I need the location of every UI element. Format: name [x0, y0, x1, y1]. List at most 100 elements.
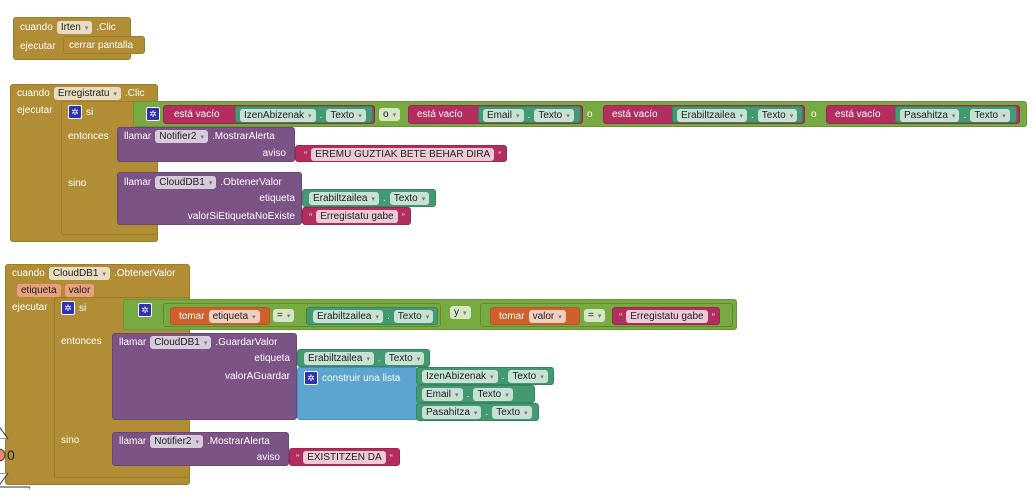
gear-icon[interactable]: ✲	[138, 303, 152, 317]
component-dropdown[interactable]: IzenAbizenak	[422, 370, 498, 383]
property-dropdown[interactable]: Texto	[970, 109, 1010, 122]
warning-indicator[interactable]: 0	[0, 425, 30, 490]
component-dropdown[interactable]: Notifier2	[150, 435, 203, 448]
component-dropdown[interactable]: Erabiltzailea	[313, 310, 383, 323]
property-getter[interactable]: Erabiltzailea.Texto	[672, 106, 803, 123]
property-dropdown[interactable]: Texto	[389, 192, 430, 205]
component-dropdown[interactable]: Pasahitza	[422, 406, 482, 419]
property-dropdown[interactable]: Texto	[384, 352, 425, 365]
text-block[interactable]: "EREMU GUZTIAK BETE BEHAR DIRA"	[295, 145, 507, 162]
gear-icon[interactable]: ✲	[146, 107, 160, 121]
text-value[interactable]: Erregistatu gabe	[626, 310, 708, 323]
call-label: llamar	[119, 337, 147, 348]
quote: "	[711, 311, 715, 322]
component-dropdown[interactable]: Erabiltzailea	[309, 192, 379, 205]
component-dropdown[interactable]: CloudDB1	[150, 336, 212, 349]
dot: .	[963, 110, 967, 121]
property-dropdown[interactable]: Texto	[473, 388, 513, 401]
component-dropdown[interactable]: Irten	[56, 21, 93, 34]
component-dropdown[interactable]: Email	[483, 109, 524, 122]
component-dropdown[interactable]: CloudDB1	[48, 267, 110, 280]
event-name: .Clic	[125, 88, 145, 99]
text-block[interactable]: "Erregistatu gabe"	[612, 307, 720, 325]
property-getter[interactable]: Email.Texto	[478, 106, 581, 123]
param-etiqueta[interactable]: etiqueta	[17, 284, 61, 297]
gear-icon[interactable]: ✲	[61, 301, 75, 315]
component-dropdown[interactable]: Erabiltzailea	[304, 352, 374, 365]
text-value[interactable]: Erregistatu gabe	[316, 210, 398, 223]
component-dropdown[interactable]: CloudDB1	[155, 176, 217, 189]
component-dropdown[interactable]: Pasahitza	[900, 109, 960, 122]
call-label: llamar	[124, 177, 152, 188]
gear-icon[interactable]: ✲	[304, 371, 318, 385]
method-name: .MostrarAlerta	[212, 131, 275, 142]
quote: "	[389, 452, 393, 463]
if-label: si	[79, 302, 87, 314]
property-getter[interactable]: Email.Texto	[416, 385, 535, 403]
component-dropdown[interactable]: Erabiltzailea	[677, 109, 747, 122]
variable-dropdown[interactable]: valor	[528, 310, 566, 323]
component-dropdown[interactable]: Erregistratu	[53, 87, 122, 100]
property-dropdown[interactable]: Texto	[492, 406, 532, 419]
arg-label: etiqueta	[254, 353, 290, 364]
text-value[interactable]: EXISTITZEN DA	[303, 451, 386, 464]
property-dropdown[interactable]: Texto	[757, 109, 798, 122]
property-getter[interactable]: IzenAbizenak.Texto	[235, 106, 373, 123]
component-dropdown[interactable]: IzenAbizenak	[240, 109, 316, 122]
method-name: .ObtenerValor	[220, 177, 282, 188]
error-circle-icon	[0, 448, 6, 462]
property-dropdown[interactable]: Texto	[508, 370, 548, 383]
component-dropdown[interactable]: Notifier2	[155, 130, 208, 143]
get-label: tomar	[179, 311, 205, 322]
text-block[interactable]: "EXISTITZEN DA"	[289, 448, 400, 466]
method-name: .MostrarAlerta	[207, 436, 270, 447]
property-getter[interactable]: Erabiltzailea.Texto	[302, 189, 436, 207]
property-getter[interactable]: Erabiltzailea.Texto	[306, 307, 438, 325]
component-dropdown[interactable]: Email	[422, 388, 463, 401]
do-label: ejecutar	[12, 302, 48, 313]
quote: "	[498, 149, 502, 160]
close-screen-block[interactable]: cerrar pantalla	[63, 36, 145, 54]
text-block[interactable]: "Erregistatu gabe"	[302, 207, 411, 225]
or-dropdown[interactable]: o	[379, 108, 401, 121]
navigation-triangle-icon	[0, 473, 30, 489]
or-label: o	[811, 109, 817, 120]
quote: "	[619, 311, 623, 322]
if-label: si	[86, 106, 94, 118]
property-getter[interactable]: Erabiltzailea.Texto	[297, 349, 430, 367]
do-label: ejecutar	[20, 41, 56, 52]
call-label: llamar	[124, 131, 152, 142]
when-label: cuando	[12, 268, 45, 279]
make-list-block[interactable]: ✲construir una lista	[297, 367, 418, 420]
is-empty-label: está vacío	[174, 109, 220, 120]
dot: .	[383, 193, 386, 204]
property-getter[interactable]: IzenAbizenak.Texto	[416, 367, 554, 385]
property-dropdown[interactable]: Texto	[326, 109, 366, 122]
property-dropdown[interactable]: Texto	[534, 109, 574, 122]
event-name: .Clic	[96, 22, 116, 33]
then-label: entonces	[68, 131, 109, 142]
equals-dropdown[interactable]: =	[273, 309, 295, 322]
property-getter[interactable]: Pasahitza.Texto	[416, 403, 539, 421]
equals-dropdown[interactable]: =	[584, 309, 606, 322]
param-valor[interactable]: valor	[64, 284, 95, 297]
text-value[interactable]: EREMU GUZTIAK BETE BEHAR DIRA	[311, 148, 495, 161]
quote: "	[296, 452, 300, 463]
arg-label: aviso	[262, 148, 286, 159]
when-label: cuando	[20, 22, 53, 33]
property-dropdown[interactable]: Texto	[393, 310, 434, 323]
is-empty-label: está vacío	[417, 109, 463, 120]
dot: .	[501, 371, 505, 382]
variable-dropdown[interactable]: etiqueta	[208, 310, 260, 323]
and-dropdown[interactable]: y	[450, 306, 471, 319]
property-getter[interactable]: Pasahitza.Texto	[895, 106, 1017, 123]
quote: "	[304, 149, 308, 160]
then-label: entonces	[61, 336, 102, 347]
gear-icon[interactable]: ✲	[68, 105, 82, 119]
